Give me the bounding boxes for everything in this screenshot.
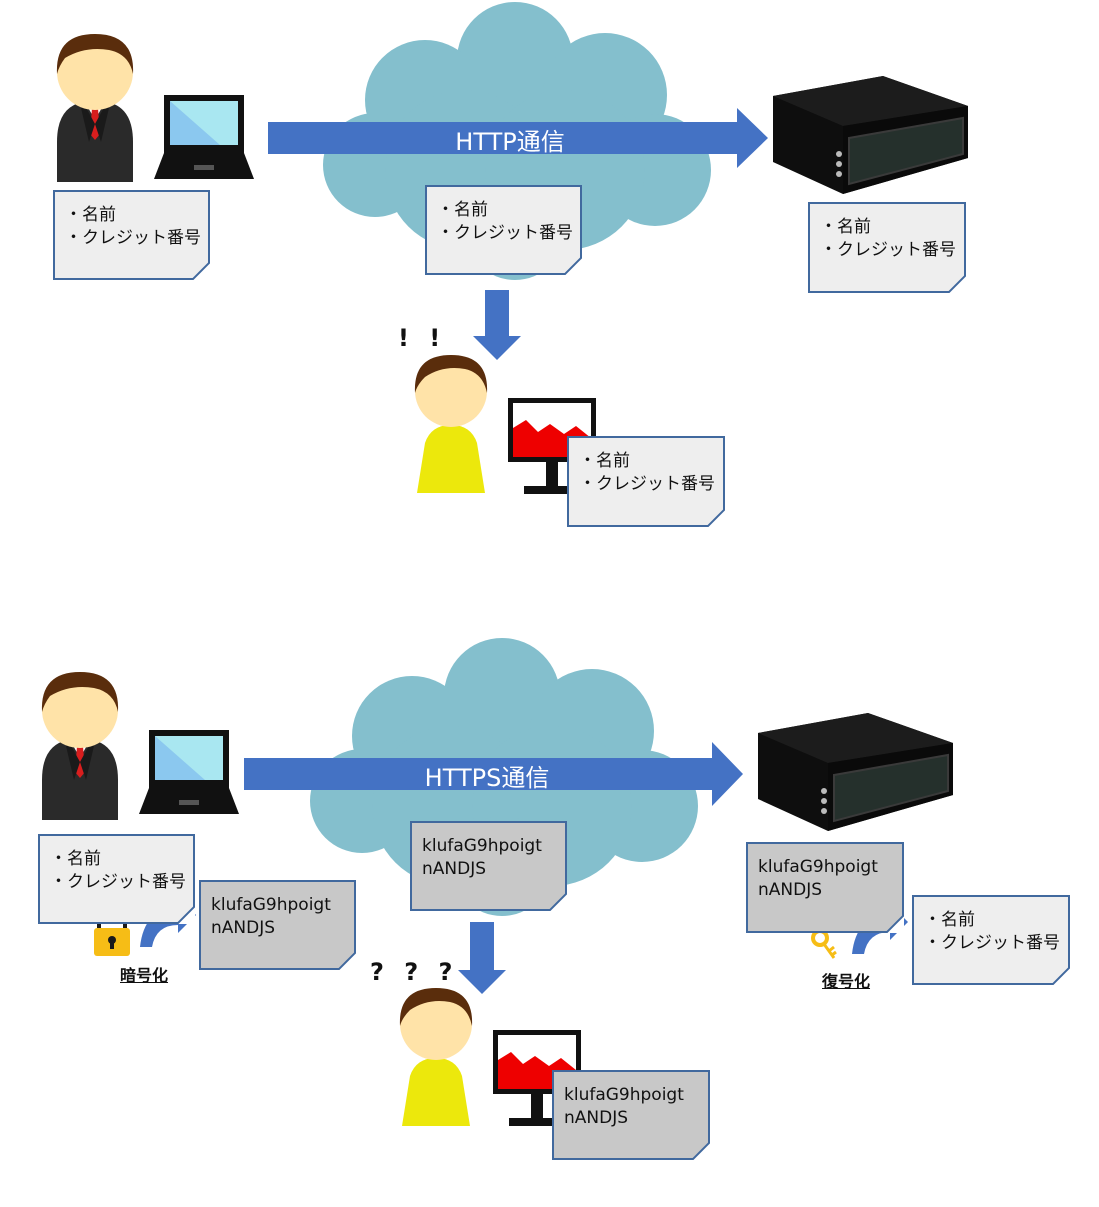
user-icon (41, 672, 119, 820)
decrypt-label: 復号化 (822, 972, 871, 991)
intercept-arrow-icon (473, 290, 521, 360)
note-line: ・名前 (437, 200, 488, 220)
network-encrypted-note: klufaG9hpoigt nANDJS (410, 821, 567, 911)
server-data-note: ・名前 ・クレジット番号 (808, 202, 966, 293)
page-fold-icon (177, 906, 195, 924)
note-line: nANDJS (211, 918, 276, 938)
server-decrypted-note: ・名前 ・クレジット番号 (912, 895, 1070, 985)
page-fold-icon (886, 915, 904, 933)
server-icon (772, 75, 969, 195)
server-encrypted-note: klufaG9hpoigt nANDJS (746, 842, 904, 933)
page-fold-icon (338, 952, 356, 970)
alert-marks: ! ! (398, 324, 447, 352)
network-data-note: ・名前 ・クレジット番号 (425, 185, 582, 275)
encrypted-data-note: klufaG9hpoigt nANDJS (199, 880, 356, 970)
note-line: ・名前 (820, 217, 871, 237)
page-fold-icon (707, 509, 725, 527)
server-icon (757, 712, 954, 832)
note-line: klufaG9hpoigt (758, 857, 878, 877)
note-line: ・クレジット番号 (50, 872, 186, 892)
laptop-icon (139, 730, 239, 814)
note-line: klufaG9hpoigt (211, 895, 331, 915)
note-line: ・クレジット番号 (820, 240, 956, 260)
https-arrow (244, 742, 743, 806)
note-line: ・クレジット番号 (437, 223, 573, 243)
note-line: nANDJS (422, 859, 487, 879)
attacker-data-note: ・名前 ・クレジット番号 (567, 436, 725, 527)
laptop-icon (154, 95, 254, 179)
attacker-icon (414, 355, 488, 493)
note-line: ・名前 (50, 849, 101, 869)
note-line: nANDJS (758, 880, 823, 900)
question-marks: ? ? ? (370, 958, 459, 986)
http-arrow (268, 108, 768, 168)
note-line: ・クレジット番号 (65, 228, 201, 248)
encrypt-label: 暗号化 (120, 966, 169, 985)
page-fold-icon (549, 893, 567, 911)
attacker-icon (399, 988, 473, 1126)
intercept-arrow-icon (458, 922, 506, 994)
note-line: ・クレジット番号 (579, 474, 715, 494)
page-fold-icon (948, 275, 966, 293)
attacker-encrypted-note: klufaG9hpoigt nANDJS (552, 1070, 710, 1160)
note-line: ・クレジット番号 (924, 933, 1060, 953)
https-arrow-label: HTTPS通信 (424, 764, 550, 792)
http-arrow-label: HTTP通信 (455, 128, 565, 156)
page-fold-icon (192, 262, 210, 280)
note-line: klufaG9hpoigt (422, 836, 542, 856)
page-fold-icon (1052, 967, 1070, 985)
page-fold-icon (564, 257, 582, 275)
key-icon (811, 929, 837, 959)
client-data-note: ・名前 ・クレジット番号 (53, 190, 210, 280)
note-line: ・名前 (65, 205, 116, 225)
page-fold-icon (692, 1142, 710, 1160)
note-line: nANDJS (564, 1108, 629, 1128)
client-data-note: ・名前 ・クレジット番号 (38, 834, 195, 924)
note-line: ・名前 (924, 910, 975, 930)
user-icon (56, 34, 134, 182)
note-line: klufaG9hpoigt (564, 1085, 684, 1105)
note-line: ・名前 (579, 451, 630, 471)
